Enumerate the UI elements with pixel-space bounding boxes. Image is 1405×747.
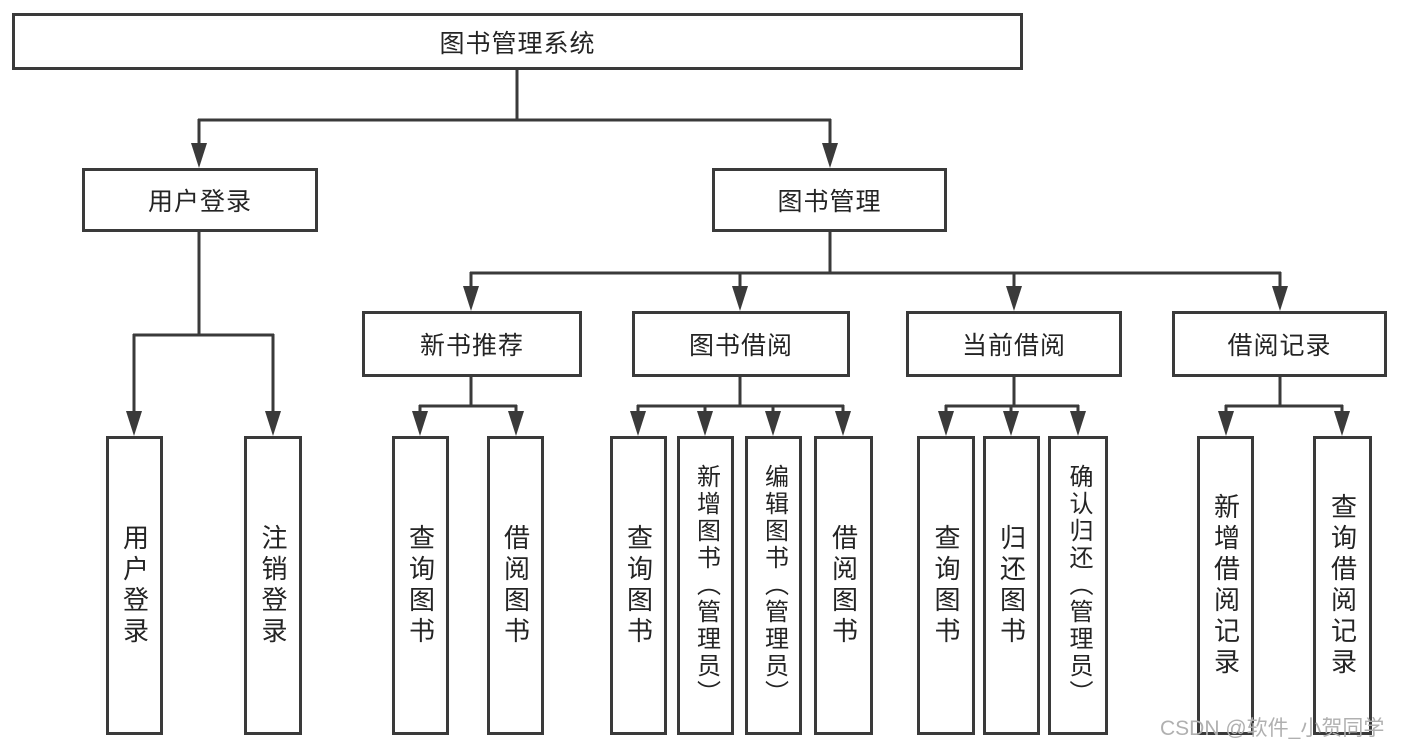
leaf-bb-borrow-books: 借阅图书 — [814, 436, 873, 735]
leaf-nbr-query-books: 查询图书 — [392, 436, 449, 735]
leaf-user-login-label: 用户登录 — [119, 523, 150, 648]
leaf-cb-query-books-label: 查询图书 — [931, 523, 961, 648]
leaf-nbr-borrow-books: 借阅图书 — [487, 436, 544, 735]
node-current-borrowing: 当前借阅 — [906, 311, 1122, 377]
leaf-cb-confirm-return-admin: 确认归还（管理员） — [1048, 436, 1108, 735]
leaf-bb-add-books-admin-label: 新增图书（管理员） — [692, 464, 720, 707]
leaf-br-query-record: 查询借阅记录 — [1313, 436, 1372, 735]
leaf-cb-confirm-return-admin-label: 确认归还（管理员） — [1065, 464, 1092, 707]
node-borrowing-records-label: 借阅记录 — [1227, 332, 1332, 360]
leaf-br-add-record: 新增借阅记录 — [1197, 436, 1254, 735]
node-user-login-label: 用户登录 — [147, 188, 252, 216]
leaf-bb-query-books: 查询图书 — [610, 436, 667, 735]
leaf-cb-query-books: 查询图书 — [917, 436, 975, 735]
leaf-br-query-record-label: 查询借阅记录 — [1327, 492, 1358, 679]
leaf-nbr-query-books-label: 查询图书 — [405, 523, 436, 648]
leaf-logout: 注销登录 — [244, 436, 302, 735]
node-root-label: 图书管理系统 — [439, 29, 596, 58]
leaf-bb-add-books-admin: 新增图书（管理员） — [677, 436, 734, 735]
leaf-user-login: 用户登录 — [106, 436, 163, 735]
leaf-cb-return-books-label: 归还图书 — [996, 523, 1027, 648]
node-new-book-recommend: 新书推荐 — [362, 311, 582, 377]
node-book-borrowing-label: 图书借阅 — [688, 332, 793, 360]
leaf-cb-return-books: 归还图书 — [983, 436, 1040, 735]
leaf-bb-query-books-label: 查询图书 — [623, 523, 654, 648]
node-new-book-recommend-label: 新书推荐 — [419, 332, 524, 360]
node-book-management: 图书管理 — [712, 168, 947, 232]
leaf-br-add-record-label: 新增借阅记录 — [1210, 492, 1241, 679]
node-user-login: 用户登录 — [82, 168, 318, 232]
leaf-bb-edit-books-admin-label: 编辑图书（管理员） — [760, 464, 788, 707]
node-current-borrowing-label: 当前借阅 — [961, 332, 1066, 360]
leaf-bb-edit-books-admin: 编辑图书（管理员） — [745, 436, 802, 735]
node-borrowing-records: 借阅记录 — [1172, 311, 1387, 377]
leaf-bb-borrow-books-label: 借阅图书 — [828, 523, 859, 648]
node-root: 图书管理系统 — [12, 13, 1023, 70]
node-book-management-label: 图书管理 — [777, 188, 882, 216]
leaf-logout-label: 注销登录 — [258, 523, 288, 648]
csdn-watermark: CSDN @软件_小贺同学 — [1160, 717, 1385, 740]
node-book-borrowing: 图书借阅 — [632, 311, 850, 377]
leaf-nbr-borrow-books-label: 借阅图书 — [500, 523, 531, 648]
